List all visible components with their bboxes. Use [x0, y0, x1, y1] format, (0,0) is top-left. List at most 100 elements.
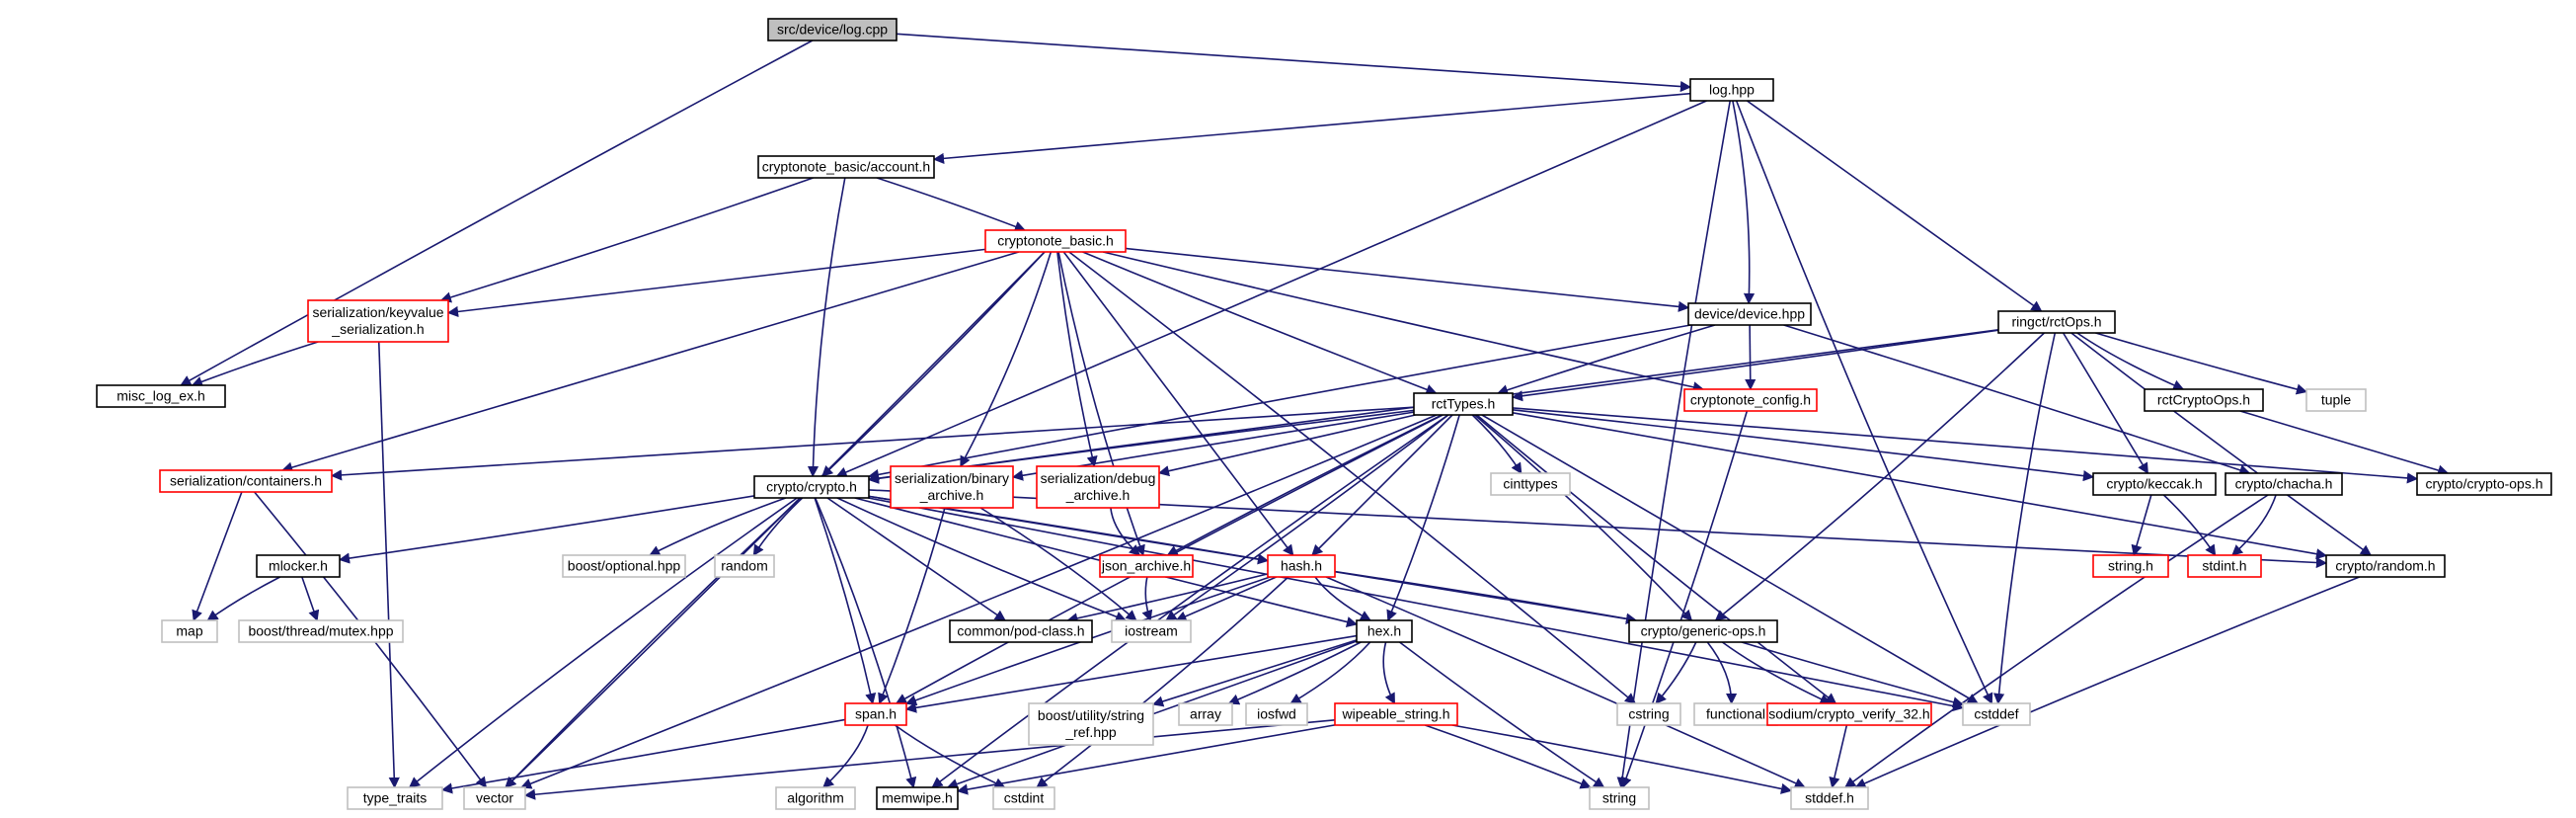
node-box — [1628, 619, 1778, 643]
node-cn-config[interactable]: cryptonote_config.h — [1683, 388, 1818, 412]
edge-cn_basic-to-vector — [505, 251, 1046, 788]
node-box — [1245, 702, 1308, 726]
edge-rctops-to-cstddef — [1993, 332, 2057, 705]
node-label: hash.h — [1281, 558, 1322, 574]
edge-hash_h-to-stddef_h — [1325, 576, 1806, 788]
edge-sodium_verify-to-stddef_h — [1829, 724, 1848, 789]
edge-hash_h-to-generic_ops — [1334, 570, 1638, 624]
node-label: ringct/rctOps.h — [2011, 314, 2101, 330]
node-box — [96, 384, 226, 408]
node-memwipe[interactable]: memwipe.h — [876, 786, 959, 810]
edges — [180, 33, 2450, 800]
node-rctcryptoops[interactable]: rctCryptoOps.h — [2144, 388, 2264, 412]
edge-rcttypes-to-keccak — [1512, 408, 2095, 482]
node-label: type_traits — [363, 790, 428, 806]
node-rcttypes[interactable]: rctTypes.h — [1413, 392, 1514, 416]
node-box — [2092, 554, 2169, 578]
node-label: boost/thread/mutex.hpp — [248, 623, 393, 639]
node-misc-log-ex[interactable]: misc_log_ex.h — [96, 384, 226, 408]
node-generic-ops[interactable]: crypto/generic-ops.h — [1628, 619, 1778, 643]
edge-rcttypes-to-debug_archive — [1157, 414, 1416, 477]
edge-kv_ser-to-type_traits — [377, 341, 400, 789]
node-label: crypto/crypto-ops.h — [2425, 476, 2542, 492]
node-tuple: tuple — [2305, 388, 2367, 412]
node-sodium-verify[interactable]: sodium/crypto_verify_32.h — [1766, 702, 1932, 726]
edge-chacha-to-stdint_h — [2231, 494, 2277, 556]
edge-rctops-to-rcttypes — [1511, 329, 1999, 402]
node-stdint-h[interactable]: stdint.h — [2187, 554, 2262, 578]
edge-rcttypes-to-cstddef — [1481, 414, 1980, 704]
edge-hash_h-to-pod_class — [1066, 573, 1269, 624]
node-label: mlocker.h — [269, 558, 328, 574]
node-label: random — [721, 558, 767, 574]
edge-kv_ser-to-misc_log_ex — [191, 341, 319, 387]
edge-crypto_h-to-vector — [505, 497, 802, 788]
node-label: boost/optional.hpp — [568, 558, 681, 574]
node-box — [1490, 472, 1571, 496]
edge-crypto_random-to-stddef_h — [1854, 576, 2360, 789]
node-label: cstddef — [1974, 706, 2018, 722]
edge-crypto_h-to-generic_ops — [868, 495, 1638, 624]
node-cn-basic[interactable]: cryptonote_basic.h — [984, 229, 1127, 253]
node-crypto-ops[interactable]: crypto/crypto-ops.h — [2416, 472, 2552, 496]
edge-keccak-to-string_h — [2131, 494, 2152, 557]
node-json-archive[interactable]: json_archive.h — [1099, 554, 1194, 578]
node-pod-class[interactable]: common/pod-class.h — [949, 619, 1093, 643]
node-root[interactable]: src/device/log.cpp — [767, 18, 898, 41]
edge-wipeable_string-to-stddef_h — [1451, 724, 1793, 794]
node-crypto-h[interactable]: crypto/crypto.h — [753, 475, 870, 499]
node-label: misc_log_ex.h — [117, 388, 205, 404]
node-label: cryptonote_basic/account.h — [762, 159, 930, 175]
node-boost-mutex: boost/thread/mutex.hpp — [238, 619, 404, 643]
node-span-h[interactable]: span.h — [844, 702, 907, 726]
edge-span_h-to-algorithm — [822, 724, 869, 788]
node-ser-containers[interactable]: serialization/containers.h — [159, 469, 333, 493]
edge-hex_h-to-wipeable_string — [1382, 641, 1396, 704]
node-box — [2144, 388, 2264, 412]
node-label: src/device/log.cpp — [777, 22, 888, 38]
node-rctops[interactable]: ringct/rctOps.h — [1997, 310, 2116, 334]
node-box — [844, 702, 907, 726]
edge-crypto_h-to-iostream — [836, 497, 1128, 622]
node-debug-archive[interactable]: serialization/debug_archive.h — [1036, 465, 1160, 509]
edge-rctcryptoops-to-crypto_ops — [2239, 410, 2450, 476]
edge-generic_ops-to-functional — [1706, 641, 1738, 705]
node-cinttypes: cinttypes — [1490, 472, 1571, 496]
node-kv-ser[interactable]: serialization/keyvalue_serialization.h — [307, 299, 449, 343]
node-label: wipeable_string.h — [1342, 706, 1450, 722]
node-hash-h[interactable]: hash.h — [1267, 554, 1336, 578]
edge-hash_h-to-cstdint — [1036, 576, 1289, 788]
node-box — [1689, 78, 1774, 102]
node-bin-archive[interactable]: serialization/binary_archive.h — [890, 465, 1014, 509]
node-cstring: cstring — [1616, 702, 1681, 726]
edge-rcttypes-to-cinttypes — [1471, 414, 1522, 474]
node-account[interactable]: cryptonote_basic/account.h — [757, 155, 935, 179]
node-crypto-random[interactable]: crypto/random.h — [2325, 554, 2446, 578]
node-cstddef: cstddef — [1962, 702, 2031, 726]
node-box — [984, 229, 1127, 253]
node-label: common/pod-class.h — [957, 623, 1084, 639]
edge-generic_ops-to-sodium_verify — [1721, 641, 1832, 704]
node-box — [562, 554, 686, 578]
edge-hex_h-to-iosfwd — [1289, 641, 1371, 704]
node-functional: functional — [1693, 702, 1778, 726]
node-box — [1099, 554, 1194, 578]
node-keccak[interactable]: crypto/keccak.h — [2092, 472, 2217, 496]
edge-hash_h-to-hex_h — [1314, 576, 1371, 621]
node-hex-h[interactable]: hex.h — [1356, 619, 1413, 643]
node-label: serialization/binary — [895, 470, 1009, 486]
node-log-hpp[interactable]: log.hpp — [1689, 78, 1774, 102]
node-label: serialization/containers.h — [170, 473, 322, 489]
node-chacha[interactable]: crypto/chacha.h — [2225, 472, 2343, 496]
node-wipeable-string[interactable]: wipeable_string.h — [1334, 702, 1458, 726]
edge-crypto_h-to-boost_optional — [649, 497, 787, 556]
node-mlocker[interactable]: mlocker.h — [256, 554, 341, 578]
node-string-h[interactable]: string.h — [2092, 554, 2169, 578]
node-label: functional — [1706, 706, 1765, 722]
edge-hex_h-to-span_h — [904, 634, 1358, 713]
edge-rcttypes-to-generic_ops — [1474, 414, 1693, 621]
node-device-hpp[interactable]: device/device.hpp — [1687, 302, 1812, 326]
edge-bin_archive-to-span_h — [878, 507, 946, 705]
node-label: vector — [476, 790, 513, 806]
